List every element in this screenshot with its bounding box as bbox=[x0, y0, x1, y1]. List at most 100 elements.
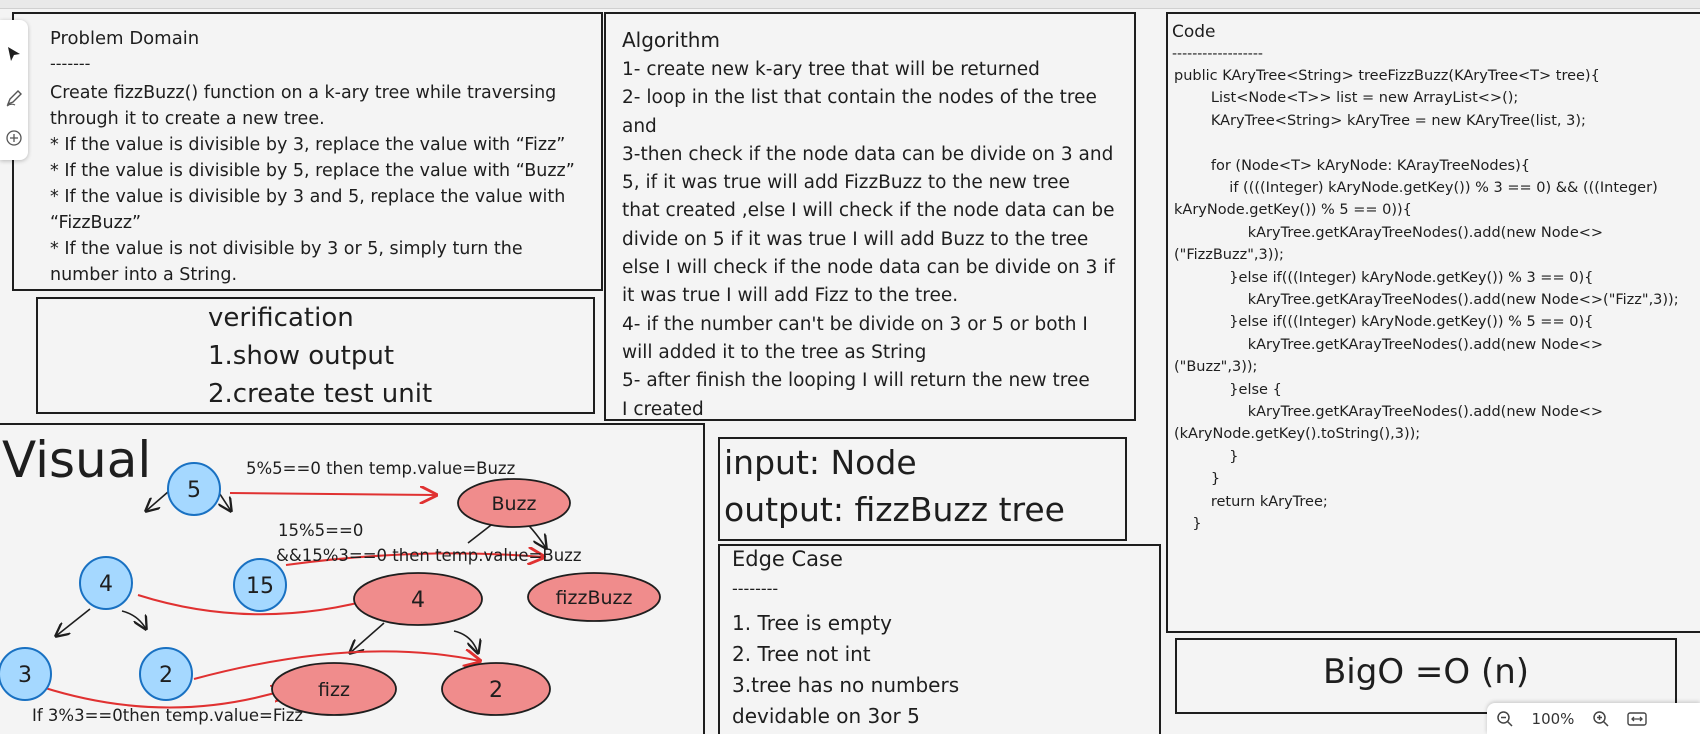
zoom-level: 100% bbox=[1531, 709, 1575, 728]
code-rule: ------------------ bbox=[1172, 46, 1263, 62]
problem-domain-box: Problem Domain ------- Create fizzBuzz()… bbox=[12, 12, 603, 291]
zoom-in-icon[interactable] bbox=[1583, 703, 1619, 734]
input-node-label: 4 bbox=[99, 572, 113, 597]
input-node-label: 2 bbox=[159, 663, 173, 688]
problem-line: * If the value is divisible by 5, replac… bbox=[50, 161, 575, 181]
algorithm-title: Algorithm bbox=[622, 28, 720, 52]
algorithm-line: 2- loop in the list that contain the nod… bbox=[622, 87, 1097, 109]
algorithm-line: I created bbox=[622, 398, 704, 420]
algorithm-line: 3-then check if the node data can be div… bbox=[622, 143, 1114, 165]
annotation-note: 5%5==0 then temp.value=Buzz bbox=[246, 459, 515, 478]
annotation-note: If 3%3==0then temp.value=Fizz bbox=[32, 706, 303, 725]
annotation-note: &&15%3==0 then temp.value=Buzz bbox=[276, 546, 581, 565]
code-title: Code bbox=[1172, 22, 1216, 42]
input-node bbox=[167, 462, 221, 516]
code-line: kAryTree.getKArayTreeNodes().add(new Nod… bbox=[1174, 336, 1604, 353]
code-line: public KAryTree<String> treeFizzBuzz(KAr… bbox=[1174, 68, 1600, 84]
algorithm-line: 5- after finish the looping I will retur… bbox=[622, 370, 1090, 392]
output-node bbox=[457, 478, 571, 528]
tree-edge bbox=[121, 610, 146, 629]
input-label: input: Node bbox=[724, 443, 917, 482]
problem-domain-rule: ------- bbox=[50, 54, 91, 73]
input-node bbox=[233, 558, 287, 612]
code-line: } bbox=[1174, 471, 1221, 488]
code-line: }else { bbox=[1174, 381, 1282, 398]
algorithm-line: that created ,else I will check if the n… bbox=[622, 200, 1115, 222]
code-line: if ((((Integer) kAryNode.getKey()) % 3 =… bbox=[1174, 180, 1658, 197]
output-node bbox=[527, 572, 661, 622]
problem-line: “FizzBuzz” bbox=[50, 213, 142, 233]
edge-case-rule: -------- bbox=[732, 579, 779, 598]
edge-case-item: 1. Tree is empty bbox=[732, 611, 892, 635]
algorithm-text: 1- create new k-ary tree that will be re… bbox=[622, 56, 1115, 424]
mapping-arrow bbox=[193, 651, 480, 680]
big-o-text: BigO =O (n) bbox=[1322, 652, 1530, 692]
problem-line: Create fizzBuzz() function on a k-ary tr… bbox=[50, 83, 557, 103]
tree-edge bbox=[350, 622, 385, 653]
pointer-icon[interactable] bbox=[2, 40, 26, 68]
output-node-label: 4 bbox=[411, 588, 425, 613]
zoom-out-icon[interactable] bbox=[1487, 703, 1523, 734]
input-node bbox=[0, 647, 52, 701]
plus-circle-icon[interactable] bbox=[2, 124, 26, 152]
input-output-box: input: Node output: fizzBuzz tree bbox=[718, 437, 1127, 541]
algorithm-line: else I will check if the node data can b… bbox=[622, 257, 1115, 279]
visual-box: Visual 5 bbox=[0, 423, 705, 734]
edge-case-list: 1. Tree is empty 2. Tree not int 3.tree … bbox=[732, 608, 959, 732]
input-node bbox=[79, 556, 133, 610]
mapping-arrow bbox=[285, 553, 544, 565]
output-node-label: 2 bbox=[489, 678, 503, 703]
output-node-label: fizzBuzz bbox=[556, 587, 633, 609]
input-node bbox=[139, 647, 193, 701]
visual-diagram: Visual 5 bbox=[0, 431, 661, 725]
code-line bbox=[1174, 132, 1679, 154]
canvas-top-bar bbox=[0, 0, 1700, 9]
output-node bbox=[441, 662, 551, 716]
code-line: kAryTree.getKArayTreeNodes().add(new Nod… bbox=[1174, 292, 1679, 309]
code-line: ("FizzBuzz",3)); bbox=[1174, 247, 1284, 264]
output-node bbox=[353, 572, 483, 626]
problem-line: number into a String. bbox=[50, 265, 238, 285]
mapping-arrow bbox=[41, 687, 288, 709]
code-line: for (Node<T> kAryNode: KArayTreeNodes){ bbox=[1174, 157, 1530, 174]
left-toolbar bbox=[0, 20, 28, 160]
zoom-controls: 100% bbox=[1487, 703, 1700, 734]
problem-domain-text: Create fizzBuzz() function on a k-ary tr… bbox=[50, 80, 575, 288]
algorithm-line: 1- create new k-ary tree that will be re… bbox=[622, 59, 1040, 80]
algorithm-line: 5, if it was true will add FizzBuzz to t… bbox=[622, 172, 1070, 194]
fit-width-icon[interactable] bbox=[1619, 703, 1655, 734]
visual-title: Visual bbox=[2, 431, 151, 489]
code-line: List<Node<T>> list = new ArrayList<>(); bbox=[1174, 90, 1519, 107]
code-line: (kAryNode.getKey().toString(),3)); bbox=[1174, 426, 1421, 443]
edge-case-item: devidable on 3or 5 bbox=[732, 704, 920, 728]
code-line: KAryTree<String> kAryTree = new KAryTree… bbox=[1174, 112, 1586, 129]
verification-text: verification 1.show output 2.create test… bbox=[208, 299, 432, 413]
output-label: output: fizzBuzz tree bbox=[724, 490, 1065, 529]
pen-icon[interactable] bbox=[2, 84, 26, 112]
code-line: kAryTree.getKArayTreeNodes().add(new Nod… bbox=[1174, 404, 1604, 421]
edge-case-item: 3.tree has no numbers bbox=[732, 673, 960, 697]
tree-edge bbox=[453, 630, 478, 653]
problem-line: * If the value is divisible by 3 and 5, … bbox=[50, 187, 566, 207]
verification-step: 1.show output bbox=[208, 341, 395, 371]
big-o-box: BigO =O (n) bbox=[1175, 638, 1677, 714]
edge-case-box: Edge Case -------- 1. Tree is empty 2. T… bbox=[718, 544, 1161, 734]
tree-edge bbox=[56, 608, 91, 636]
algorithm-line: will added it to the tree as String bbox=[622, 341, 927, 363]
annotation-note: 15%5==0 bbox=[278, 521, 363, 540]
verification-title: verification bbox=[208, 303, 354, 333]
output-node bbox=[271, 662, 397, 716]
edge-case-item: 2. Tree not int bbox=[732, 642, 871, 666]
algorithm-line: it was true I will add Fizz to the tree. bbox=[622, 285, 959, 307]
code-line: } bbox=[1174, 448, 1239, 465]
input-node-label: 15 bbox=[246, 574, 274, 599]
mapping-arrow bbox=[229, 493, 436, 495]
problem-domain-title: Problem Domain bbox=[50, 28, 200, 49]
algorithm-box: Algorithm 1- create new k-ary tree that … bbox=[604, 12, 1136, 421]
code-line: kAryTree.getKArayTreeNodes().add(new Nod… bbox=[1174, 224, 1604, 241]
code-line: ("Buzz",3)); bbox=[1174, 359, 1258, 376]
algorithm-line: divide on 5 if it was true I will add Bu… bbox=[622, 228, 1089, 250]
verification-box: verification 1.show output 2.create test… bbox=[36, 297, 595, 414]
input-node-label: 5 bbox=[187, 478, 201, 503]
algorithm-line: and bbox=[622, 115, 657, 137]
